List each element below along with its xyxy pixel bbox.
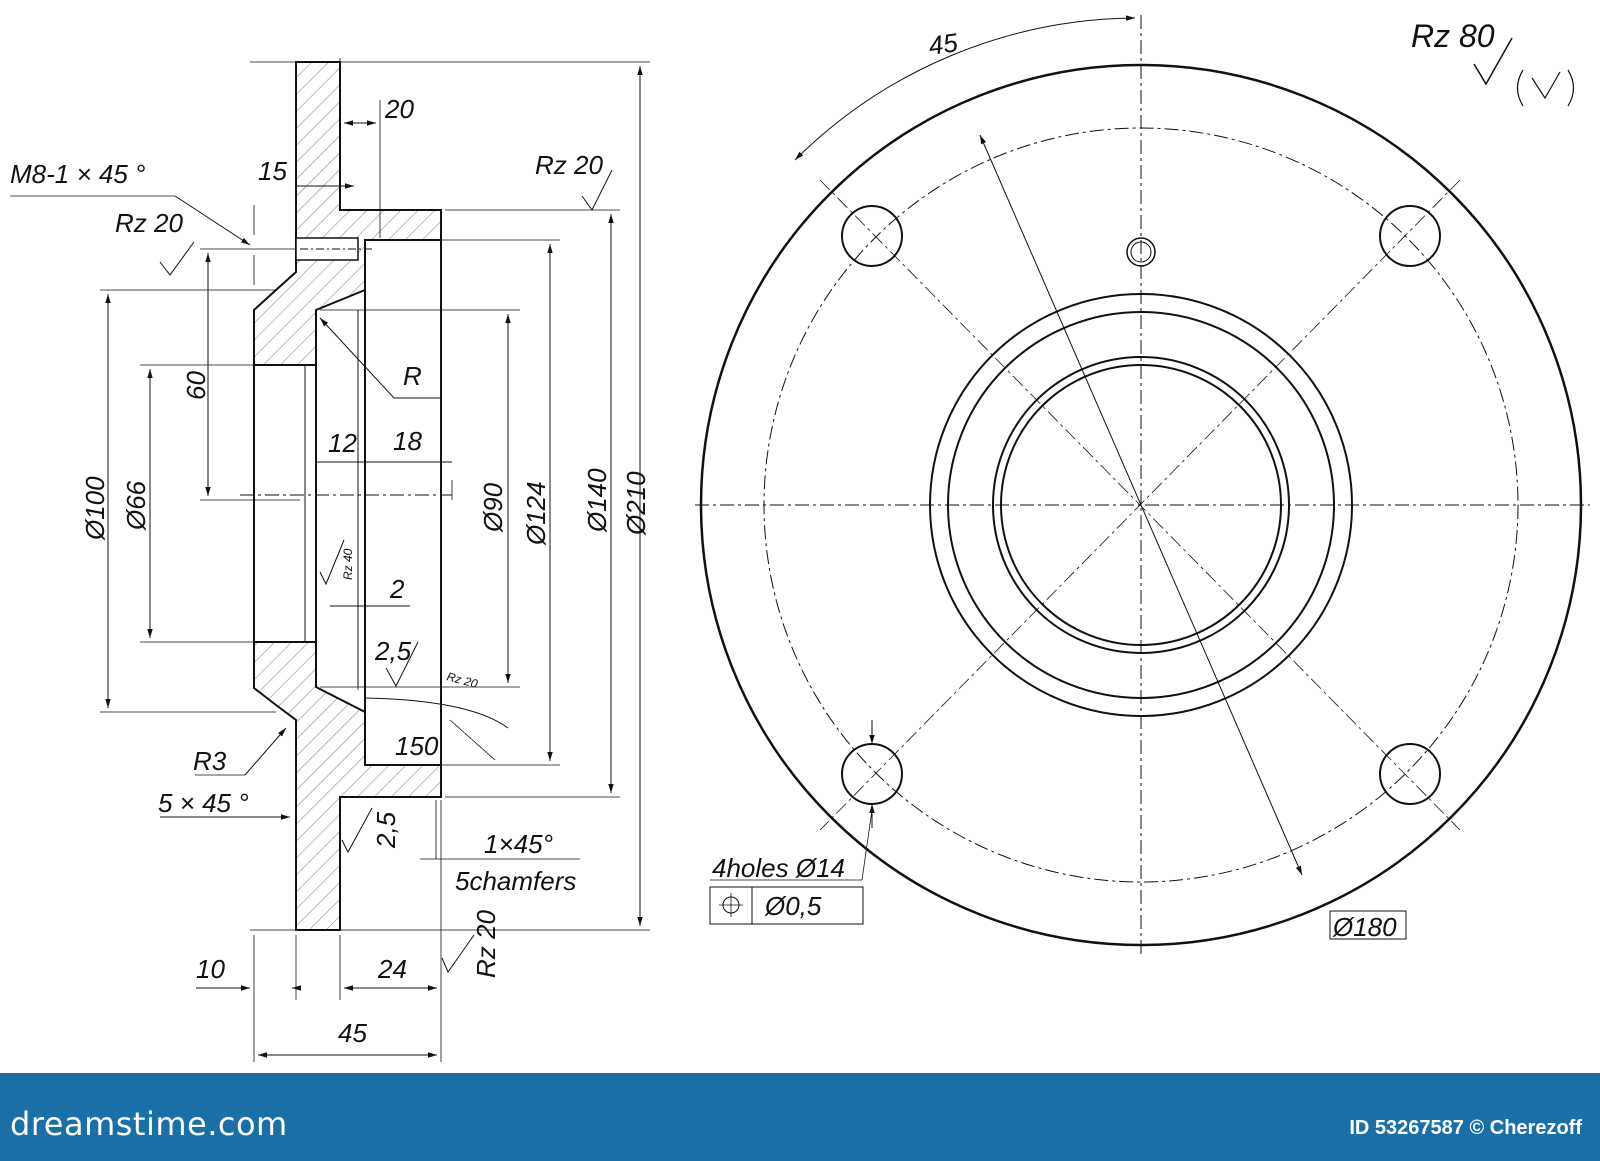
holes-note: 4holes Ø14 — [712, 853, 845, 883]
dia-124: Ø124 — [521, 481, 551, 546]
chamfer-count: 5chamfers — [455, 866, 576, 896]
dim-60: 60 — [181, 371, 211, 400]
roughness-rz40: Rz 40 — [341, 548, 355, 580]
section-lower-hatch — [253, 641, 442, 931]
footer-bar: dreamstime.com ID 53267587 © Cherezoff — [0, 1071, 1600, 1161]
dim-2-5-lower: 2,5 — [371, 811, 401, 849]
dim-15: 15 — [258, 156, 287, 186]
section-view-labels: M8-1 × 45 ° 20 15 Rz 20 Rz 20 60 R 12 18… — [10, 94, 651, 1048]
image-credit: ID 53267587 © Cherezoff — [1349, 1117, 1582, 1139]
front-view-labels: 45 Rz 80 4holes Ø14 Ø0,5 Ø180 — [712, 18, 1495, 942]
section-upper-hatch — [253, 61, 442, 366]
thread-label: M8-1 × 45 ° — [10, 159, 145, 189]
dim-24: 24 — [377, 954, 407, 984]
footer-band — [0, 1073, 1600, 1161]
roughness-rz20-bottom: Rz 20 — [471, 910, 501, 978]
radius-R3: R3 — [193, 746, 227, 776]
dia-100: Ø100 — [80, 476, 110, 541]
dim-20-top: 20 — [384, 94, 414, 124]
dim-150: 150 — [395, 731, 439, 761]
section-view — [10, 58, 650, 1062]
radius-R: R — [403, 361, 422, 391]
roughness-rz20-small: Rz 20 — [445, 669, 479, 691]
position-tolerance: Ø0,5 — [764, 891, 822, 921]
dim-18: 18 — [393, 426, 422, 456]
chamfer-1x45: 1×45° — [484, 829, 553, 859]
dia-90: Ø90 — [478, 482, 508, 533]
dia-66: Ø66 — [121, 480, 151, 531]
pcd-180: Ø180 — [1332, 912, 1397, 942]
dim-2-5-upper: 2,5 — [374, 636, 412, 666]
roughness-rz20-top: Rz 20 — [535, 150, 603, 180]
roughness-rz80: Rz 80 — [1411, 18, 1495, 54]
dim-2: 2 — [389, 574, 405, 604]
pcd-label-box — [1329, 910, 1407, 940]
dim-45-bottom: 45 — [338, 1018, 367, 1048]
stock-logo[interactable]: dreamstime.com — [10, 1105, 288, 1143]
dim-12: 12 — [328, 428, 357, 458]
dim-10: 10 — [196, 954, 225, 984]
dia-210: Ø210 — [621, 471, 651, 536]
bolt-hole — [1379, 205, 1441, 267]
chamfer-5x45: 5 × 45 ° — [158, 788, 249, 818]
bolt-hole — [841, 205, 903, 267]
bolt-hole — [841, 743, 903, 805]
technical-drawing: M8-1 × 45 ° 20 15 Rz 20 Rz 20 60 R 12 18… — [10, 15, 1590, 1062]
tolerance-frame — [709, 886, 864, 925]
bolt-hole — [1379, 743, 1441, 805]
dia-140: Ø140 — [582, 468, 612, 533]
front-view — [695, 15, 1590, 955]
angle-45: 45 — [927, 27, 960, 61]
roughness-rz20-left: Rz 20 — [115, 208, 183, 238]
